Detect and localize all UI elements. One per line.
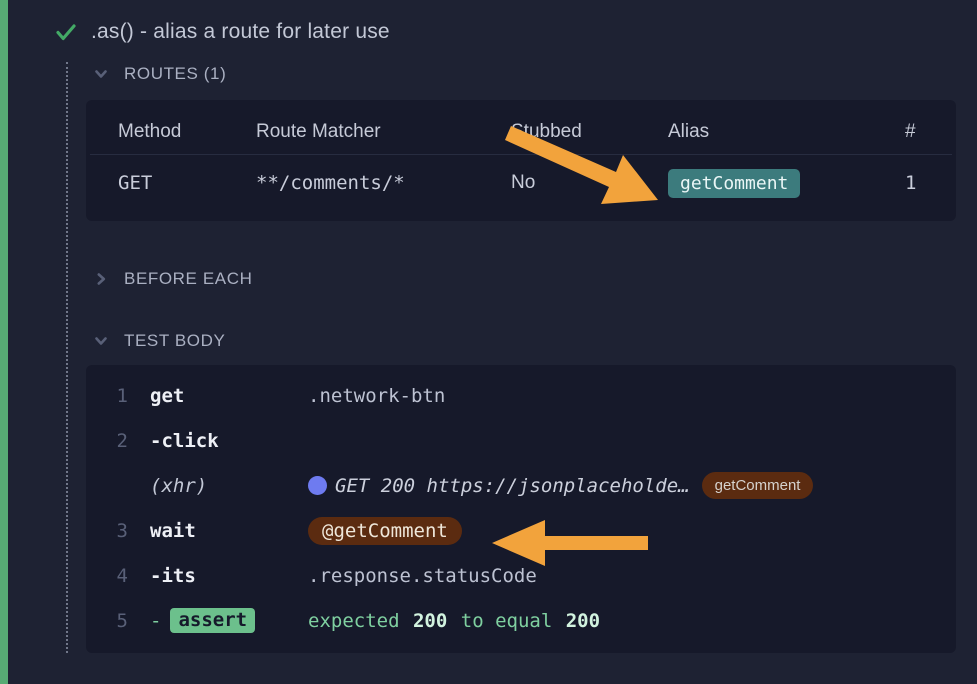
- routes-col-method: Method: [118, 121, 182, 142]
- command-number: 1: [116, 384, 128, 407]
- test-title-row[interactable]: .as() - alias a route for later use: [56, 16, 957, 48]
- test-detail-region: ROUTES (1) Method Route Matcher Stubbed …: [66, 62, 957, 653]
- command-number: 5: [116, 609, 128, 632]
- before-each-section-header[interactable]: BEFORE EACH: [86, 267, 957, 291]
- command-name: wait: [150, 519, 196, 542]
- routes-table-panel: Method Route Matcher Stubbed Alias # GET…: [86, 100, 956, 221]
- assert-actual-value: 200: [412, 609, 448, 632]
- command-message: .network-btn: [308, 384, 446, 407]
- command-number: 2: [116, 429, 128, 452]
- test-passed-indicator-bar: [0, 0, 8, 684]
- test-title: .as() - alias a route for later use: [91, 20, 390, 43]
- command-log-panel: 1 get .network-btn 2 -click (xhr) GET 20…: [86, 365, 956, 653]
- route-matcher-value: **/comments/*: [256, 172, 405, 194]
- command-name: -click: [150, 429, 219, 452]
- wait-alias-badge[interactable]: @getComment: [308, 516, 462, 545]
- command-name: -its: [150, 564, 196, 587]
- test-runner-reporter: .as() - alias a route for later use ROUT…: [56, 16, 957, 653]
- before-each-section-label: BEFORE EACH: [124, 269, 253, 288]
- checkmark-icon: [56, 23, 76, 41]
- command-row-click[interactable]: 2 -click: [98, 418, 942, 463]
- assert-badge: assert: [170, 608, 256, 633]
- route-method-value: GET: [118, 172, 153, 194]
- route-stubbed-value: No: [511, 172, 536, 193]
- route-count-value: 1: [905, 172, 917, 194]
- test-body-section-label: TEST BODY: [124, 331, 226, 350]
- routes-table-header-row: Method Route Matcher Stubbed Alias #: [86, 110, 956, 154]
- assertion-message: expected 200 to equal 200: [308, 610, 942, 632]
- chevron-down-icon: [94, 67, 108, 81]
- chevron-right-icon: [94, 272, 108, 286]
- command-row-get[interactable]: 1 get .network-btn: [98, 373, 942, 418]
- command-name: get: [150, 384, 185, 407]
- routes-col-alias: Alias: [668, 121, 710, 142]
- command-number: 3: [116, 519, 128, 542]
- command-message: .response.statusCode: [308, 564, 537, 587]
- assert-text: to equal: [460, 609, 553, 632]
- routes-col-stubbed: Stubbed: [511, 121, 582, 142]
- chevron-down-icon: [94, 334, 108, 348]
- child-command-dash: -: [150, 609, 162, 632]
- command-row-assert[interactable]: 5 - assert expected 200 to equal 200: [98, 598, 942, 643]
- test-body-section-header[interactable]: TEST BODY: [86, 329, 957, 353]
- xhr-request-summary: GET 200 https://jsonplaceholde…: [335, 474, 690, 497]
- routes-section-label: ROUTES (1): [124, 64, 227, 83]
- routes-section-header[interactable]: ROUTES (1): [86, 62, 957, 86]
- command-number: 4: [116, 564, 128, 587]
- command-row-xhr-event[interactable]: (xhr) GET 200 https://jsonplaceholde… ge…: [98, 463, 942, 508]
- assert-expected-value: 200: [565, 609, 601, 632]
- routes-col-count: #: [905, 121, 916, 142]
- route-alias-cell: getComment: [668, 168, 905, 198]
- xhr-alias-badge[interactable]: getComment: [701, 472, 814, 499]
- command-row-wait[interactable]: 3 wait @getComment: [98, 508, 942, 553]
- routes-col-route-matcher: Route Matcher: [256, 121, 381, 142]
- alias-badge[interactable]: getComment: [668, 168, 801, 198]
- command-row-its[interactable]: 4 -its .response.statusCode: [98, 553, 942, 598]
- assert-text: expected: [308, 609, 400, 632]
- table-row: GET **/comments/* No getComment 1: [86, 155, 956, 211]
- xhr-event-label: (xhr): [150, 474, 208, 497]
- xhr-status-dot-icon: [308, 476, 327, 495]
